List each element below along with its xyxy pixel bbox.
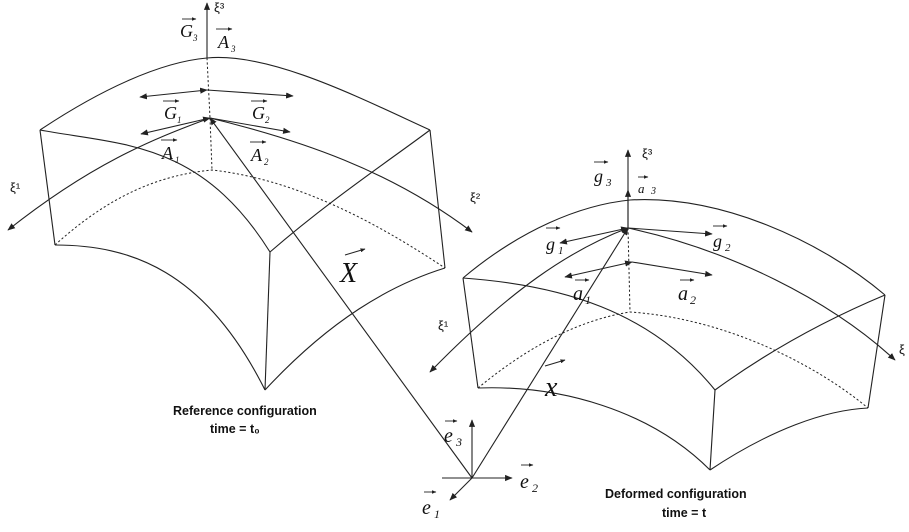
deformed-xi3-label: ξ³ xyxy=(642,146,653,161)
svg-text:a: a xyxy=(638,181,645,196)
svg-text:a: a xyxy=(678,283,688,305)
reference-A2-arrow xyxy=(209,117,291,134)
reference-xi3-label: ξ³ xyxy=(214,0,225,15)
deformed-left-face-bottom xyxy=(477,387,711,471)
reference-G3-label: G 3 xyxy=(180,17,198,43)
svg-text:2: 2 xyxy=(265,115,270,125)
deformed-g1-label: g 1 xyxy=(546,226,564,257)
deformed-right-face-bottom xyxy=(709,407,869,471)
reference-position-vector xyxy=(209,117,473,479)
svg-text:2: 2 xyxy=(532,481,538,495)
svg-text:3: 3 xyxy=(650,186,656,197)
svg-text:3: 3 xyxy=(192,33,198,43)
svg-text:G: G xyxy=(180,21,193,41)
svg-text:1: 1 xyxy=(177,115,182,125)
deformed-hidden-thickness xyxy=(627,227,631,313)
svg-text:3: 3 xyxy=(455,435,462,449)
reference-top-right-edge xyxy=(269,129,431,253)
deformed-xi2-curve xyxy=(627,227,896,361)
svg-text:2: 2 xyxy=(725,242,731,254)
svg-text:1: 1 xyxy=(585,293,591,307)
reference-hidden-bottom-curve xyxy=(54,169,446,269)
deformed-position-vector xyxy=(471,227,629,479)
deformed-a3-label: a 3 xyxy=(638,175,656,197)
reference-caption-line1: Reference configuration xyxy=(173,404,317,418)
reference-A1-arrow xyxy=(140,116,211,136)
reference-A1-label: A 1 xyxy=(161,138,180,165)
deformed-front-vertical-edge xyxy=(709,389,716,471)
deformed-a2-arrow xyxy=(631,261,713,277)
reference-X-label: X xyxy=(339,248,366,289)
svg-text:2: 2 xyxy=(690,293,696,307)
svg-text:g: g xyxy=(546,234,555,254)
svg-text:X: X xyxy=(339,258,358,289)
svg-text:e: e xyxy=(520,471,529,493)
svg-text:2: 2 xyxy=(264,157,269,167)
deformed-xi1-curve xyxy=(429,227,629,373)
deformed-g3-label: g 3 xyxy=(594,160,612,189)
reference-xi2-curve xyxy=(209,117,473,233)
svg-text:x: x xyxy=(544,372,558,403)
reference-right-face-bottom xyxy=(264,267,446,391)
deformed-caption-line1: Deformed configuration xyxy=(605,487,747,501)
svg-text:1: 1 xyxy=(558,245,564,257)
reference-G2-arrow xyxy=(206,89,294,99)
reference-xi1-label: ξ¹ xyxy=(10,180,21,195)
reference-left-vertical-edge xyxy=(39,129,56,246)
deformed-top-left-edge xyxy=(462,277,716,391)
deformed-xi2-label: ξ xyxy=(899,342,905,357)
reference-shell xyxy=(39,56,446,391)
svg-text:A: A xyxy=(250,145,263,165)
reference-hidden-thickness xyxy=(209,117,213,171)
reference-front-vertical-edge xyxy=(264,251,271,391)
deformed-a2-label: a 2 xyxy=(678,278,696,307)
deformed-g2-label: g 2 xyxy=(713,224,731,254)
reference-right-vertical-edge xyxy=(429,129,446,269)
reference-A3-label: A 3 xyxy=(216,27,236,54)
svg-text:1: 1 xyxy=(434,507,440,521)
svg-text:3: 3 xyxy=(230,44,236,54)
deformed-a1-label: a 1 xyxy=(573,278,591,307)
svg-text:G: G xyxy=(252,103,265,123)
svg-text:3: 3 xyxy=(605,177,612,189)
basis-e1-axis xyxy=(449,477,473,501)
reference-caption-line2: time = t₀ xyxy=(210,422,260,436)
deformed-right-vertical-edge xyxy=(867,294,886,409)
deformed-a1-arrow xyxy=(564,260,633,279)
reference-G2-label: G 2 xyxy=(251,99,270,125)
svg-text:e: e xyxy=(422,497,431,519)
basis-e2-label: e 2 xyxy=(520,463,538,495)
reference-top-thickness xyxy=(206,57,211,119)
deformed-top-right-edge xyxy=(714,294,886,391)
deformed-xi1-label: ξ¹ xyxy=(438,318,449,333)
reference-top-outer-edge xyxy=(39,56,431,131)
basis-e1-label: e 1 xyxy=(422,490,440,521)
svg-text:A: A xyxy=(161,143,174,163)
svg-text:A: A xyxy=(217,32,230,52)
deformed-g1-arrow xyxy=(559,226,629,245)
deformed-top-outer-edge xyxy=(462,199,886,296)
reference-xi2-label: ξ² xyxy=(470,190,481,205)
deformed-caption-line2: time = t xyxy=(662,506,707,520)
svg-text:e: e xyxy=(444,425,453,447)
svg-text:a: a xyxy=(573,283,583,305)
svg-text:g: g xyxy=(713,231,722,251)
svg-text:g: g xyxy=(594,166,603,186)
reference-left-face-bottom xyxy=(54,244,266,391)
deformed-g2-arrow xyxy=(627,227,713,237)
global-basis xyxy=(442,419,513,501)
svg-text:G: G xyxy=(164,103,177,123)
reference-G1-label: G 1 xyxy=(163,99,182,125)
reference-G1-arrow xyxy=(139,87,208,100)
svg-text:1: 1 xyxy=(175,155,180,165)
reference-A2-label: A 2 xyxy=(250,140,269,167)
basis-e3-label: e 3 xyxy=(444,419,462,449)
reference-top-left-edge xyxy=(39,129,271,253)
reference-xi1-curve xyxy=(7,117,211,231)
deformed-x-label: x xyxy=(544,359,566,403)
deformed-hidden-bottom-curve xyxy=(477,311,869,409)
